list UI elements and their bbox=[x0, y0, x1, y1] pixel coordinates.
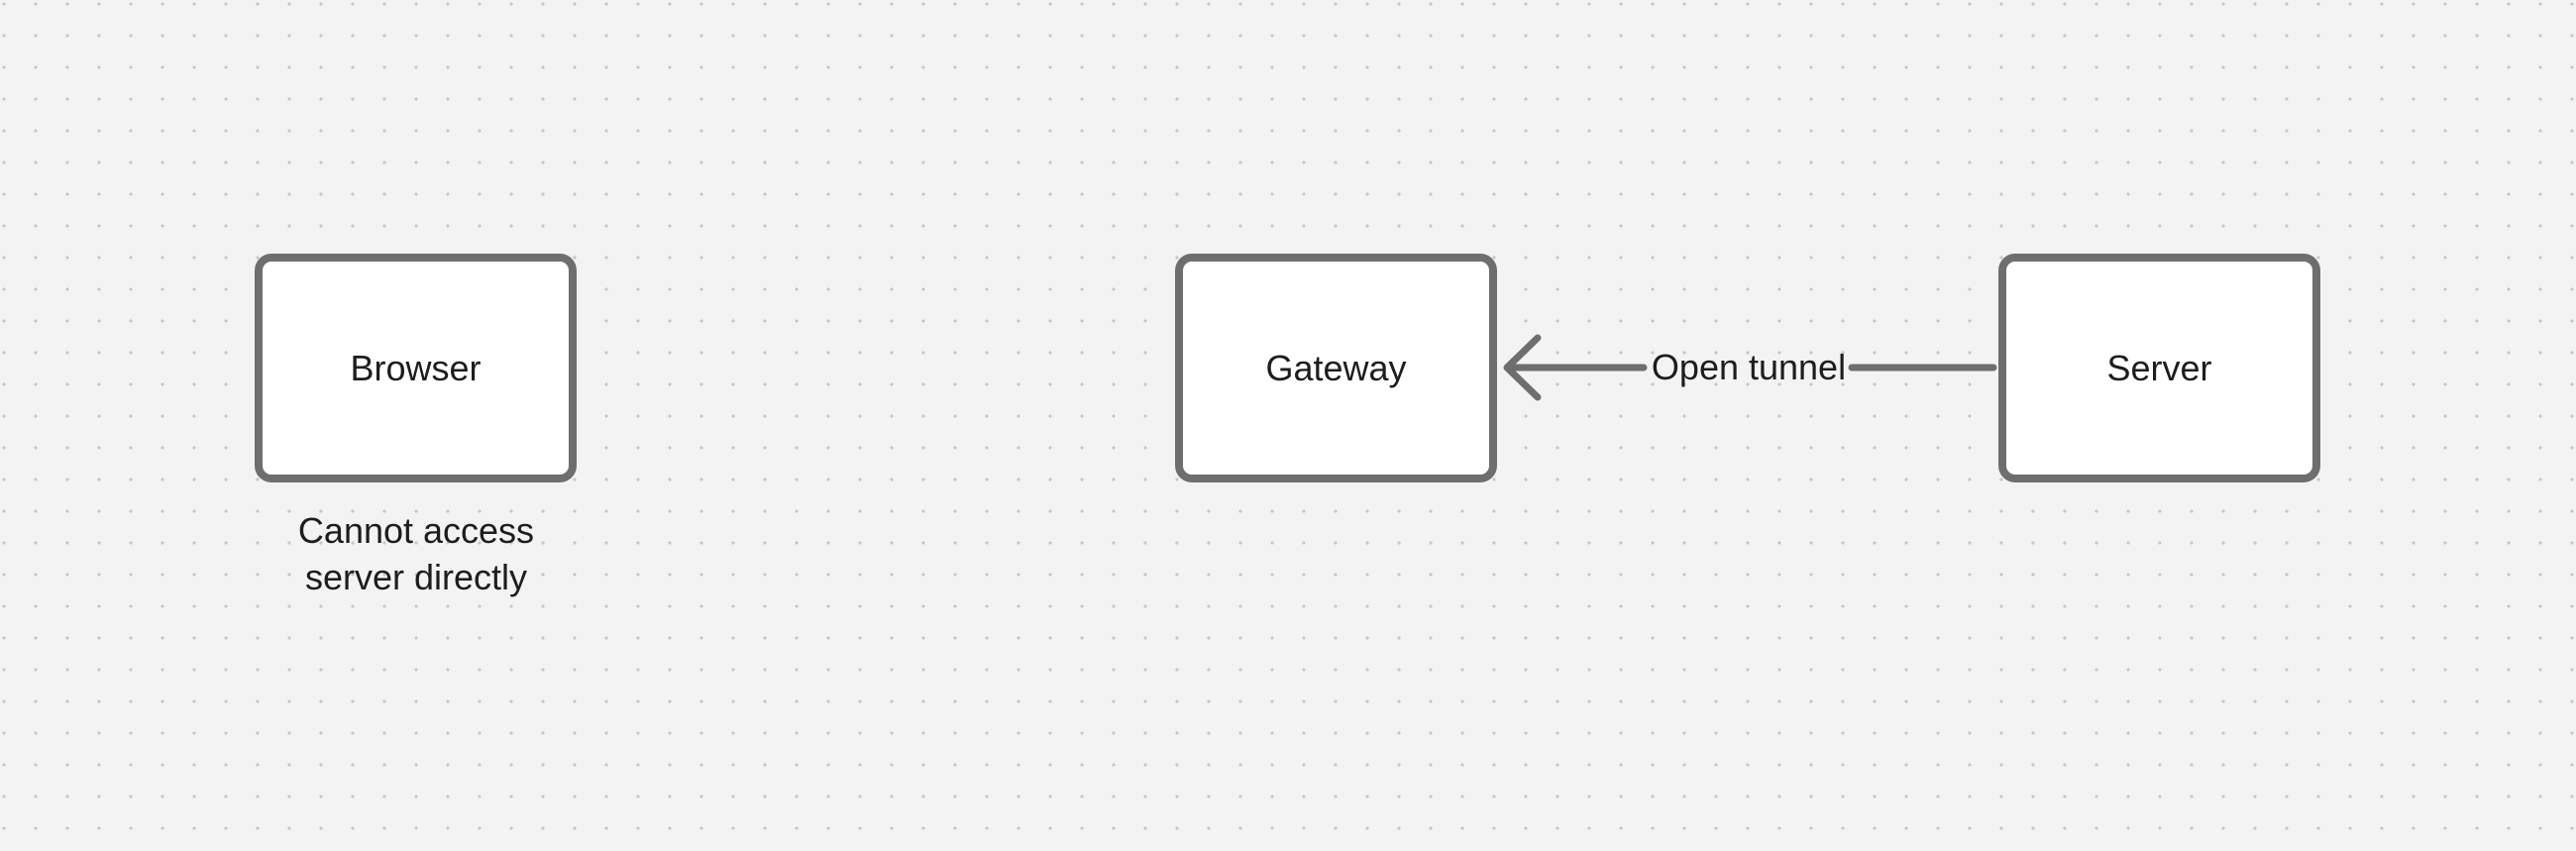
node-browser[interactable]: Browser bbox=[255, 254, 577, 482]
node-browser-label: Browser bbox=[350, 347, 482, 388]
node-gateway-label: Gateway bbox=[1265, 347, 1407, 388]
browser-note[interactable]: Cannot access server directly bbox=[218, 507, 614, 600]
open-tunnel-arrow[interactable] bbox=[1491, 322, 2001, 416]
node-server-label: Server bbox=[2106, 347, 2212, 388]
open-tunnel-label[interactable]: Open tunnel bbox=[1651, 347, 1847, 387]
browser-note-line1: Cannot access bbox=[297, 510, 535, 551]
node-gateway[interactable]: Gateway bbox=[1175, 254, 1497, 482]
arrowhead-left-icon bbox=[1503, 334, 1542, 401]
browser-note-line2: server directly bbox=[304, 557, 528, 597]
node-server[interactable]: Server bbox=[1998, 254, 2320, 482]
